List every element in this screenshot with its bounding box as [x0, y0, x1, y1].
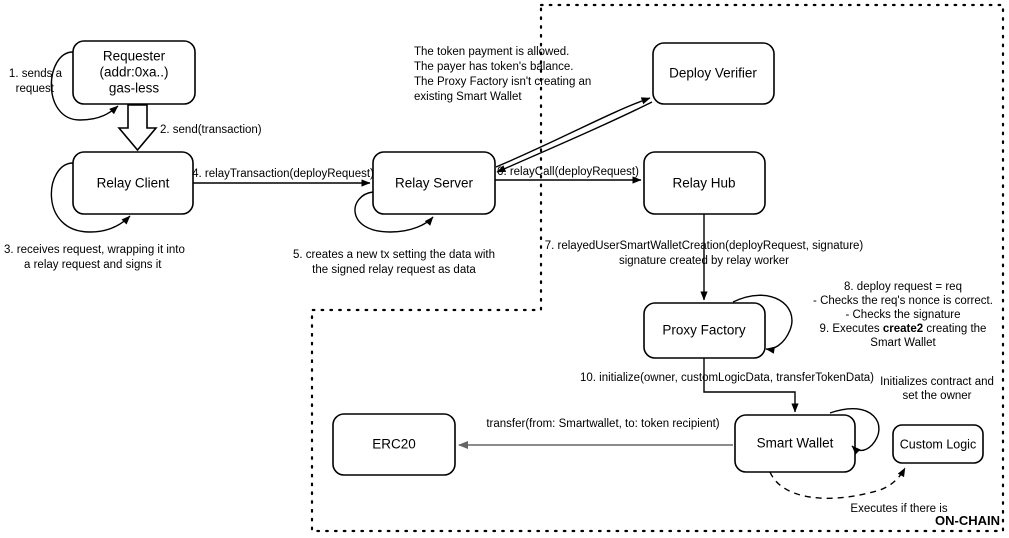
node-relay-hub[interactable]: Relay Hub [643, 151, 766, 215]
smart-wallet-label: Smart Wallet [757, 436, 834, 451]
annotation-verifier-line1: The token payment is allowed. [414, 46, 569, 58]
edge-step9-suffix: creating the [923, 323, 986, 335]
edge-step9-line4: 9. Executes create2 creating the [820, 323, 987, 335]
requester-label-line2: (addr:0xa..) [99, 65, 168, 80]
erc20-box[interactable] [332, 413, 456, 476]
edge-proxy-factory-self-loop [732, 294, 793, 354]
erc20-label: ERC20 [372, 437, 416, 452]
edge-executes-if-label: Executes if there is [850, 503, 947, 515]
edge-step2-block-arrow [117, 104, 158, 152]
edge-step5-line2: the signed relay request as data [312, 264, 476, 276]
custom-logic-label: Custom Logic [900, 437, 976, 451]
edge-verifier-response [496, 101, 653, 173]
edge-transfer-label: transfer(from: Smartwallet, to: token re… [486, 418, 719, 430]
edge-verifier-request [495, 97, 651, 168]
on-chain-boundary [310, 3, 1005, 533]
edge-step9-prefix: 9. Executes [820, 323, 883, 335]
edge-step2-label: 2. send(transaction) [160, 124, 262, 136]
proxy-factory-label: Proxy Factory [662, 323, 746, 338]
edge-step8-line2: - Checks the req's nonce is correct. [813, 295, 993, 307]
edge-step4-label: 4. relayTransaction(deployRequest) [192, 168, 374, 180]
annotation-verifier-line4: existing Smart Wallet [414, 91, 522, 103]
edge-step9-line5: Smart Wallet [870, 337, 936, 349]
edge-relay-server-self-loop [354, 191, 434, 233]
edge-step9-create2: create2 [883, 323, 923, 335]
edge-relay-client-self-loop [50, 162, 131, 233]
edge-step10-label: 10. initialize(owner, customLogicData, t… [580, 372, 874, 384]
node-deploy-verifier[interactable]: Deploy Verifier [652, 42, 775, 105]
node-relay-client[interactable]: Relay Client [72, 151, 194, 215]
node-custom-logic[interactable]: Custom Logic [892, 424, 984, 464]
node-smart-wallet[interactable]: Smart Wallet [734, 414, 856, 473]
edge-requester-self-loop [50, 51, 119, 121]
node-proxy-factory[interactable]: Proxy Factory [643, 302, 766, 359]
on-chain-zone-label: ON-CHAIN [935, 513, 1000, 528]
node-erc20[interactable]: ERC20 [332, 413, 456, 476]
relay-client-label: Relay Client [97, 176, 170, 191]
requester-box[interactable] [72, 40, 196, 105]
node-relay-server[interactable]: Relay Server [372, 151, 496, 215]
requester-label-line1: Requester [103, 49, 166, 64]
deploy-verifier-label: Deploy Verifier [669, 66, 757, 81]
edge-executes-if-line [769, 467, 906, 499]
relay-server-label: Relay Server [395, 176, 474, 191]
annotation-verifier-line3: The Proxy Factory isn't creating an [414, 76, 591, 88]
smart-wallet-box[interactable] [734, 414, 856, 473]
edge-step1-line2: request [16, 83, 55, 95]
custom-logic-box[interactable] [892, 424, 984, 464]
node-requester[interactable]: Requester (addr:0xa..) gas-less [72, 40, 196, 105]
edge-step7-line1: 7. relayedUserSmartWalletCreation(deploy… [545, 240, 864, 252]
edge-step3-line2: a relay request and signs it [24, 259, 162, 271]
relay-server-box[interactable] [372, 151, 496, 215]
edge-step8-line3: - Checks the signature [845, 309, 960, 321]
relay-hub-label: Relay Hub [672, 176, 735, 191]
edge-step1-line1: 1. sends a [9, 68, 63, 80]
edge-step3-line1: 3. receives request, wrapping it into [4, 244, 185, 256]
edge-smart-wallet-self-loop [829, 407, 880, 455]
edge-step10-line [703, 358, 799, 413]
edge-initializes-line1: Initializes contract and [880, 376, 994, 388]
edge-step7-line2: signature created by relay worker [619, 255, 789, 267]
edge-step8-line1: 8. deploy request = req [844, 281, 962, 293]
edge-initializes-line2: set the owner [902, 390, 971, 402]
deploy-verifier-box[interactable] [652, 42, 775, 105]
requester-label-line3: gas-less [109, 81, 160, 96]
edge-step6-label: 6. relayCall(deployRequest) [497, 166, 639, 178]
edge-step5-line1: 5. creates a new tx setting the data wit… [293, 249, 495, 261]
annotation-verifier-line2: The payer has token's balance. [414, 61, 573, 73]
